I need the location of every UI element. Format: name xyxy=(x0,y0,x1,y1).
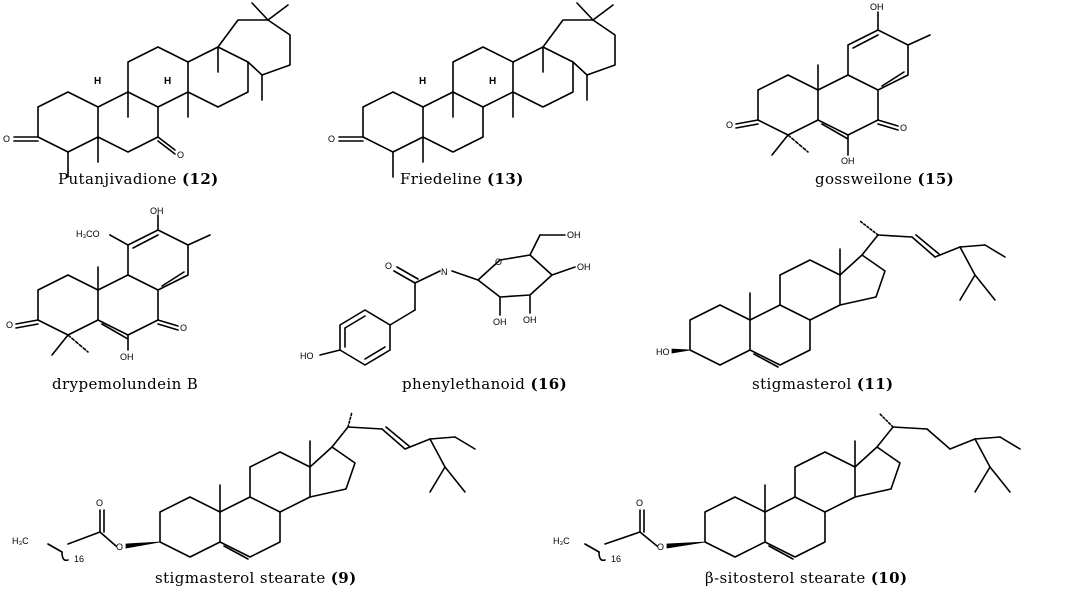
drypemolundein-skeleton: O O OH OH H₃CO xyxy=(6,206,211,362)
hydroxyl-label: OH xyxy=(577,262,591,272)
caption-stigmasterol-stearate: stigmasterol stearate (9) xyxy=(155,569,357,587)
hydroxyl-label: OH xyxy=(150,206,164,216)
hydroxyl-label: OH xyxy=(870,2,884,12)
compound-name: β-sitosterol stearate xyxy=(705,569,866,587)
caption-phenylethanoid: phenylethanoid (16) xyxy=(402,375,567,393)
methoxy-label: H₃CO xyxy=(76,229,100,239)
hydroxyl-label: HO xyxy=(656,347,670,357)
compound-name: stigmasterol stearate xyxy=(155,569,326,587)
oxygen-atom-label: O xyxy=(96,498,103,508)
gossweilone-skeleton: O O OH OH xyxy=(726,2,931,166)
compound-number: (10) xyxy=(870,569,908,587)
phenylethanoid-skeleton: O N O OH OH OH OH HO xyxy=(300,230,591,366)
caption-sitosterol-stearate: β-sitosterol stearate (10) xyxy=(705,569,907,587)
compound-name: drypemolundein B xyxy=(52,375,199,393)
amide-nitrogen-label: N xyxy=(441,267,448,277)
stigmasterol-skeleton: HO xyxy=(656,220,1006,368)
stigmasterol-stearate-skeleton: H₃C O O 16 xyxy=(12,411,476,564)
hydrogen-atom-label: H xyxy=(164,76,171,87)
hydrogen-atom-label: H xyxy=(94,76,101,87)
compound-name: phenylethanoid xyxy=(402,375,526,393)
oxygen-atom-label: O xyxy=(657,542,664,552)
oxygen-atom-label: O xyxy=(385,261,392,271)
hydrogen-atom-label: H xyxy=(419,76,426,87)
structure-stigmasterol-stearate: H₃C O O 16 stigmasterol stearate (9) xyxy=(0,411,540,591)
compound-name: Friedeline xyxy=(400,170,482,188)
hydrogen-atom-label: H xyxy=(489,76,496,87)
caption-friedeline: Friedeline (13) xyxy=(400,170,524,188)
compound-name: Putanjivadione xyxy=(58,170,177,188)
compound-number: (9) xyxy=(330,569,357,587)
hydroxyl-label: HO xyxy=(300,351,314,361)
compound-name: gossweilone xyxy=(815,170,913,188)
compound-number: (11) xyxy=(856,375,894,393)
compound-number: (12) xyxy=(182,170,219,188)
structure-stigmasterol: HO stigmasterol (11) xyxy=(650,205,1060,400)
structure-drypemolundein-b: O O OH OH H₃CO drypemolundein B xyxy=(0,205,280,400)
structure-friedeline: O H H Friedeline (13) xyxy=(325,0,645,195)
oxygen-atom-label: O xyxy=(328,134,335,144)
sitosterol-stearate-skeleton: H₃C O O 16 xyxy=(553,413,1021,564)
hydroxyl-label: OH xyxy=(567,230,581,240)
caption-putanjivadione: Putanjivadione (12) xyxy=(58,170,219,188)
oxygen-atom-label: O xyxy=(116,542,123,552)
oxygen-atom-label: O xyxy=(495,257,502,267)
repeat-count-label: 16 xyxy=(74,554,84,564)
caption-gossweilone: gossweilone (15) xyxy=(815,170,954,188)
structure-gossweilone: O O OH OH gossweilone (15) xyxy=(720,0,1020,195)
oxygen-atom-label: O xyxy=(6,320,13,330)
compound-number: (16) xyxy=(530,375,568,393)
oxygen-atom-label: O xyxy=(3,134,10,144)
methyl-label: H₃C xyxy=(553,536,570,546)
structure-sitosterol-stearate: H₃C O O 16 β-sitosterol stearate (10) xyxy=(545,412,1060,591)
caption-drypemolundein-b: drypemolundein B xyxy=(52,375,198,393)
putanjivadione-skeleton: O O H H xyxy=(3,2,291,178)
repeat-count-label: 16 xyxy=(611,554,621,564)
compound-number: (13) xyxy=(487,170,524,188)
caption-stigmasterol: stigmasterol (11) xyxy=(752,375,894,393)
structure-putanjivadione: O O H H Putanjivadione (12) xyxy=(0,0,320,195)
friedeline-skeleton: O H H xyxy=(328,2,616,178)
oxygen-atom-label: O xyxy=(636,498,643,508)
hydroxyl-label: OH xyxy=(841,156,855,166)
methyl-label: H₃C xyxy=(12,536,29,546)
oxygen-atom-label: O xyxy=(726,120,733,130)
oxygen-atom-label: O xyxy=(180,323,187,333)
structure-phenylethanoid: O N O OH OH OH OH HO phenylethanoid (16) xyxy=(290,205,650,400)
oxygen-atom-label: O xyxy=(177,150,184,160)
oxygen-atom-label: O xyxy=(900,123,907,133)
hydroxyl-label: OH xyxy=(493,317,507,327)
compound-name: stigmasterol xyxy=(752,375,852,393)
compound-number: (15) xyxy=(917,170,955,188)
hydroxyl-label: OH xyxy=(523,315,537,325)
hydroxyl-label: OH xyxy=(120,352,134,362)
